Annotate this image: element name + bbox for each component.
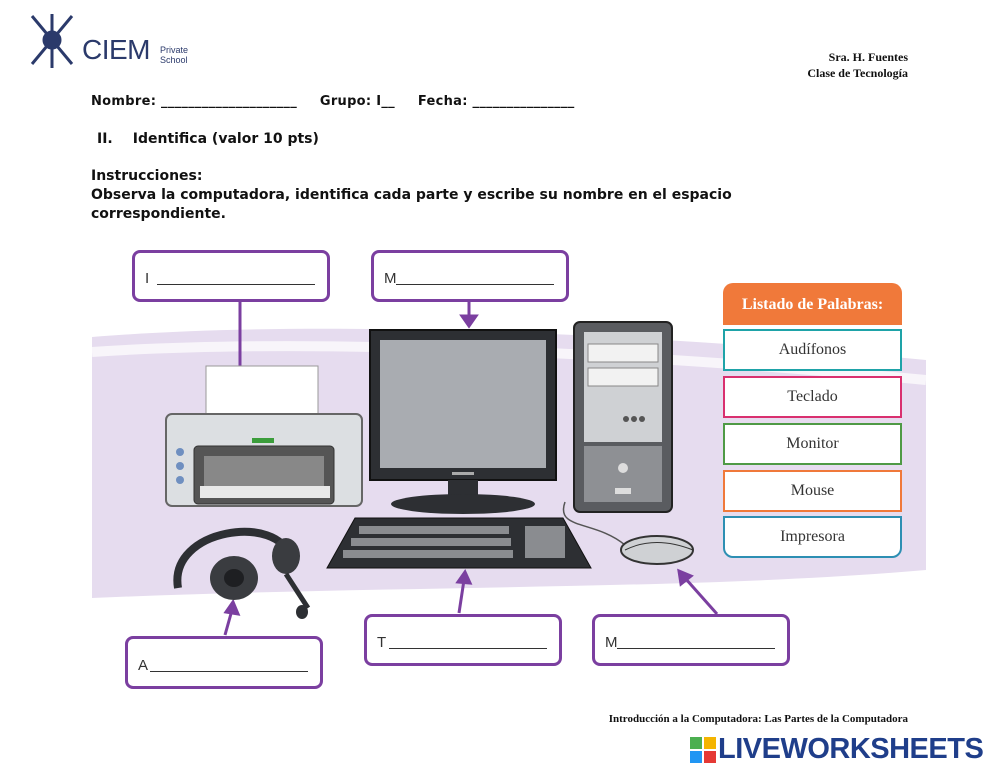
name-field: Nombre: ____________________ — [91, 94, 298, 109]
mouse-image — [562, 501, 694, 565]
answer-line — [389, 648, 547, 649]
instructions-heading: Instrucciones: — [91, 168, 203, 184]
section-text: Identifica (valor 10 pts) — [132, 131, 319, 147]
word-item: Monitor — [723, 423, 902, 465]
answer-box-printer: I — [132, 250, 330, 302]
monitor-answer-input[interactable] — [398, 264, 552, 284]
answer-box-keyboard: T — [364, 614, 562, 666]
answer-line — [150, 671, 308, 672]
answer-letter: M — [384, 270, 397, 287]
answer-box-headphones: A — [125, 636, 323, 689]
teacher-name: Sra. H. Fuentes — [828, 50, 908, 64]
word-item: Mouse — [723, 470, 902, 512]
answer-box-mouse: M — [592, 614, 790, 666]
student-fields: Nombre: ____________________ Grupo: I__ … — [91, 94, 593, 109]
class-name: Clase de Tecnología — [807, 66, 908, 80]
instructions: Instrucciones: Observa la computadora, i… — [91, 167, 851, 224]
footer-caption: Introducción a la Computadora: Las Parte… — [608, 713, 908, 725]
word-item: Impresora — [723, 516, 902, 558]
word-item: Audífonos — [723, 329, 902, 371]
liveworksheets-icon — [690, 737, 716, 763]
keyboard-image — [326, 517, 592, 569]
liveworksheets-brand: LIVEWORKSHEETS — [718, 733, 984, 765]
answer-line — [157, 284, 315, 285]
cpu-tower-image — [573, 321, 673, 513]
date-field: Fecha: _______________ — [417, 94, 575, 109]
answer-letter: I — [145, 270, 150, 287]
answer-letter: A — [138, 657, 149, 674]
printer-answer-input[interactable] — [159, 264, 313, 284]
school-name: CIEM — [82, 34, 151, 65]
answer-box-monitor: M — [371, 250, 569, 302]
answer-line — [617, 648, 775, 649]
word-list-title: Listado de Palabras: — [723, 283, 902, 325]
answer-letter: M — [605, 634, 618, 651]
school-logo-icon — [30, 14, 74, 68]
instructions-text: Observa la computadora, identifica cada … — [91, 187, 732, 222]
word-item: Teclado — [723, 376, 902, 418]
headphones-answer-input[interactable] — [152, 651, 306, 671]
headphones-image — [173, 527, 311, 619]
keyboard-answer-input[interactable] — [391, 628, 545, 648]
monitor-image — [369, 329, 557, 514]
answer-letter: T — [377, 634, 387, 651]
mouse-answer-input[interactable] — [619, 628, 773, 648]
group-field: Grupo: I__ — [319, 94, 395, 109]
teacher-info: Sra. H. Fuentes Clase de Tecnología — [807, 49, 908, 81]
printer-image — [165, 365, 363, 507]
answer-line — [396, 284, 554, 285]
section-number: II. — [97, 131, 113, 147]
section-title: II. Identifica (valor 10 pts) — [97, 131, 319, 147]
